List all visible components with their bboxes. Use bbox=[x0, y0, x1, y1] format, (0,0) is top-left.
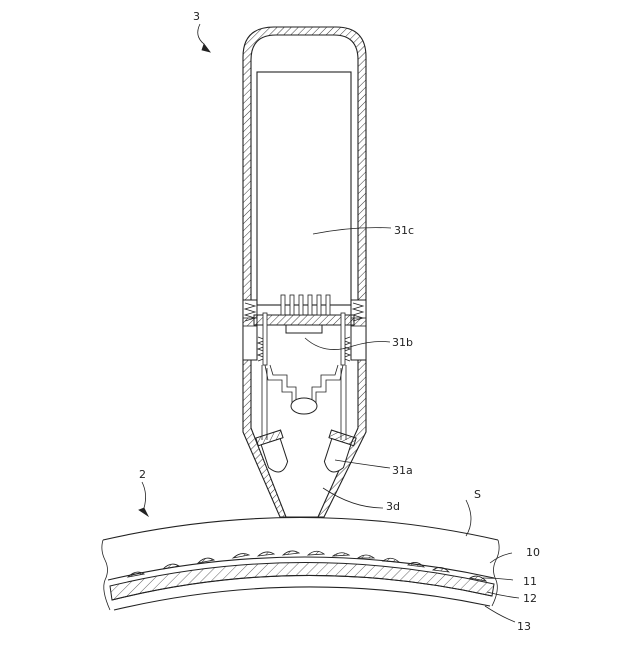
label-layer-13: 13 bbox=[517, 620, 531, 633]
battery-body bbox=[257, 72, 351, 305]
label-layer-11: 11 bbox=[523, 575, 537, 588]
label-layer-10: 10 bbox=[526, 546, 540, 559]
label-board: 31b bbox=[392, 336, 413, 349]
label-device: 3 bbox=[193, 10, 200, 23]
label-layer-12: 12 bbox=[523, 592, 537, 605]
label-tip: 3d bbox=[386, 500, 400, 513]
body-layers bbox=[102, 518, 499, 611]
label-surface: S bbox=[474, 488, 481, 501]
label-battery: 31c bbox=[394, 224, 414, 237]
label-led: 31a bbox=[392, 464, 413, 477]
label-body: 2 bbox=[139, 468, 146, 481]
lead-wires bbox=[262, 365, 346, 440]
